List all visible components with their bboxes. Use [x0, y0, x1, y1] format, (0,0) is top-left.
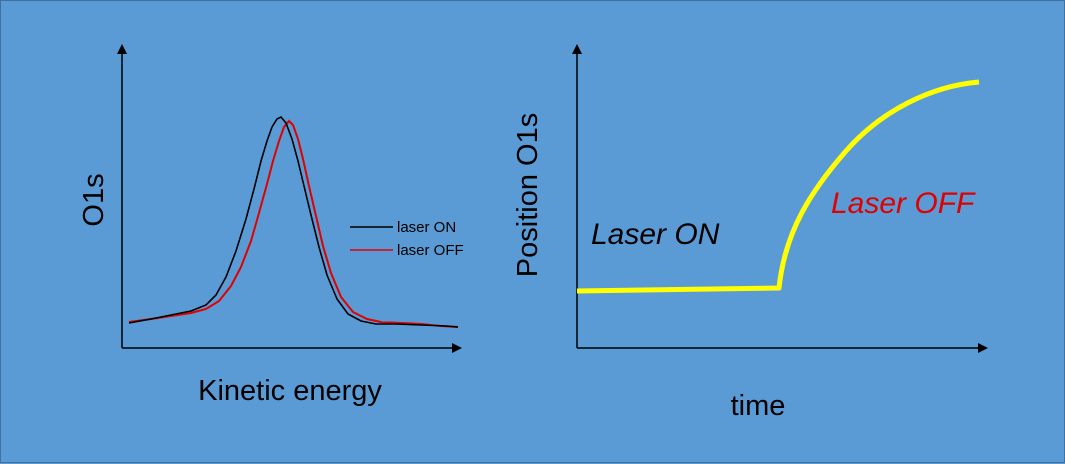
left-y-axis-title: O1s — [78, 173, 110, 226]
right-y-axis-title: Position O1s — [512, 113, 544, 277]
annotation-laser-off: Laser OFF — [831, 187, 976, 220]
laser-off-spectrum — [128, 119, 459, 328]
legend-label-off: laser OFF — [397, 242, 464, 259]
laser-on-spectrum — [128, 116, 459, 328]
annotation-laser-on: Laser ON — [591, 218, 720, 251]
left-x-axis-title: Kinetic energy — [198, 375, 382, 407]
position-curve — [576, 79, 980, 294]
legend-label-on: laser ON — [397, 219, 456, 236]
left-panel: laser ON laser OFF O1s Kinetic energy — [78, 44, 464, 407]
right-panel: Laser ON Laser OFF Position O1s time — [512, 44, 988, 422]
right-x-axis-title: time — [731, 390, 786, 422]
